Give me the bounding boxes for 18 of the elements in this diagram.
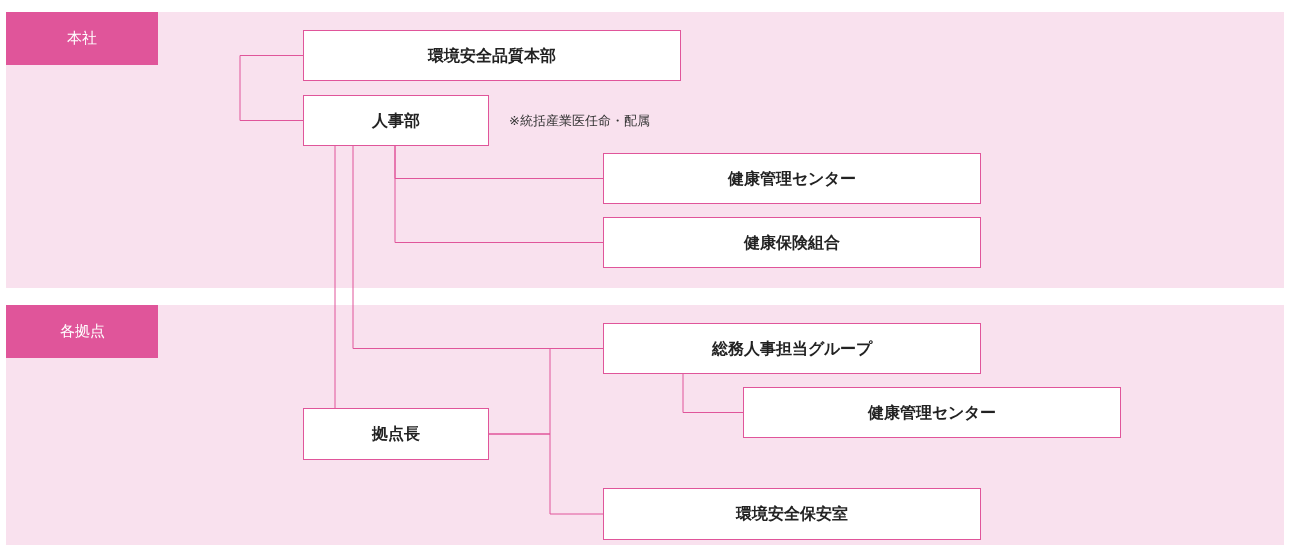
section-band [6, 305, 1284, 545]
org-box: 健康保険組合 [603, 217, 981, 268]
org-box: 総務人事担当グループ [603, 323, 981, 374]
org-box: 環境安全品質本部 [303, 30, 681, 81]
connector-line [334, 145, 336, 409]
note-text: ※統括産業医任命・配属 [509, 112, 650, 130]
org-box: 健康管理センター [603, 153, 981, 204]
connector-line [488, 433, 604, 515]
connector-line [394, 145, 604, 243]
connector-line [682, 373, 744, 413]
section-tab: 各拠点 [6, 305, 158, 358]
org-box: 人事部 [303, 95, 489, 146]
org-box: 拠点長 [303, 408, 489, 460]
section-tab: 本社 [6, 12, 158, 65]
org-box: 環境安全保安室 [603, 488, 981, 540]
connector-line [239, 55, 304, 121]
org-box: 健康管理センター [743, 387, 1121, 438]
section-band [6, 12, 1284, 288]
